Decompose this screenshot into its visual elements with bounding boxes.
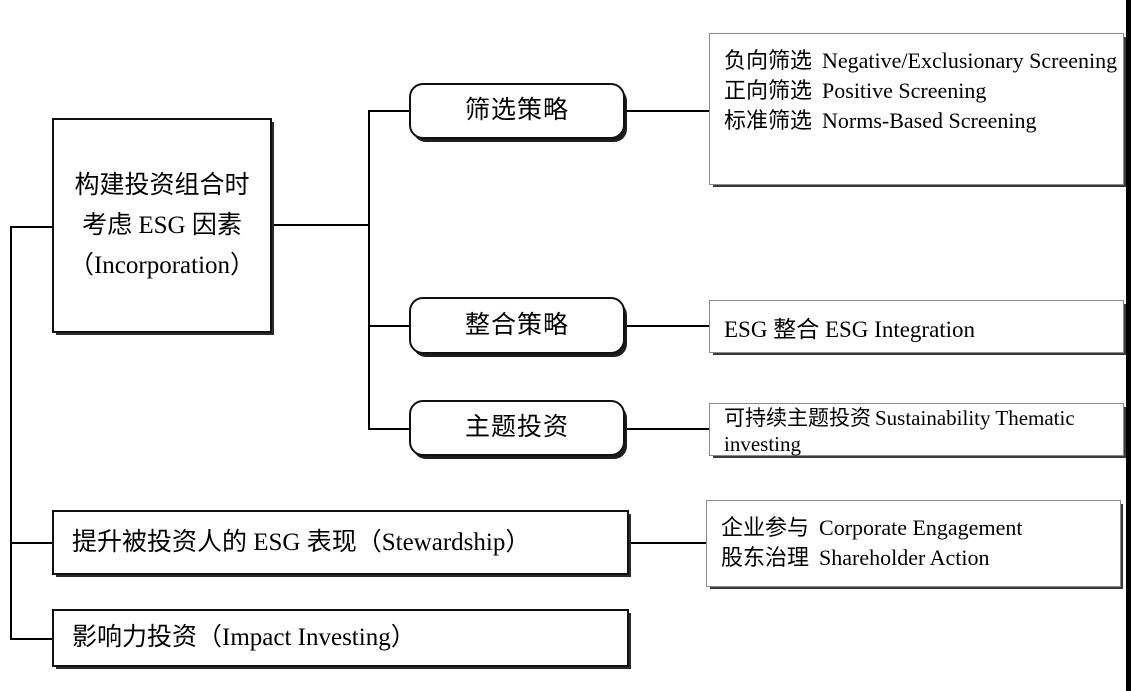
- detail-screening[interactable]: 负向筛选 Negative/Exclusionary Screening 正向筛选…: [709, 33, 1124, 185]
- detail-screening-row: 正向筛选 Positive Screening: [724, 76, 1131, 106]
- connector-root-to-impact: [10, 638, 54, 640]
- detail-stewardship-row-cn: 股东治理: [721, 545, 810, 570]
- detail-integration-cn: ESG 整合: [724, 316, 820, 342]
- detail-screening-row-cn: 负向筛选: [724, 48, 813, 73]
- detail-stewardship-row: 企业参与 Corporate Engagement: [721, 513, 1131, 543]
- detail-screening-row: 负向筛选 Negative/Exclusionary Screening: [724, 46, 1131, 76]
- node-integration-strategy[interactable]: 整合策略: [409, 297, 625, 354]
- detail-thematic-cn: 可持续主题投资: [724, 406, 871, 430]
- detail-screening-list: 负向筛选 Negative/Exclusionary Screening 正向筛选…: [710, 34, 1131, 196]
- detail-screening-row-en: Negative/Exclusionary Screening: [822, 48, 1118, 73]
- connector-branch-to-thematic: [368, 428, 410, 430]
- detail-stewardship[interactable]: 企业参与 Corporate Engagement 股东治理 Shareholder…: [706, 500, 1121, 587]
- detail-screening-row-en: Positive Screening: [822, 78, 987, 103]
- node-stewardship[interactable]: 提升被投资人的 ESG 表现（Stewardship）: [52, 510, 629, 575]
- detail-integration-cell: ESG 整合 ESG Integration: [710, 301, 1123, 352]
- connector-stewardship-to-detail: [628, 542, 709, 544]
- node-thematic-strategy[interactable]: 主题投资: [409, 400, 625, 456]
- connector-screening-to-detail: [627, 110, 709, 112]
- node-screening-strategy-label: 筛选策略: [464, 97, 569, 125]
- detail-stewardship-row-en: Shareholder Action: [819, 545, 990, 570]
- connector-integration-to-detail: [627, 325, 709, 327]
- connector-incorporation-to-branch: [271, 224, 370, 226]
- detail-stewardship-list: 企业参与 Corporate Engagement 股东治理 Shareholder…: [707, 501, 1131, 598]
- detail-screening-row-cn: 正向筛选: [724, 78, 813, 103]
- node-impact-investing-cell: 影响力投资（Impact Investing）: [54, 611, 627, 665]
- detail-stewardship-row-cn: 企业参与: [721, 515, 810, 540]
- detail-screening-row: 标准筛选 Norms-Based Screening: [724, 106, 1131, 136]
- connector-root-to-incorporation: [10, 226, 54, 228]
- detail-integration-text: ESG 整合 ESG Integration: [710, 310, 975, 344]
- connector-branch-spine: [368, 110, 370, 430]
- detail-screening-row-cn: 标准筛选: [724, 108, 813, 133]
- connector-thematic-to-detail: [627, 428, 709, 430]
- node-integration-strategy-label: 整合策略: [464, 311, 569, 339]
- node-impact-investing[interactable]: 影响力投资（Impact Investing）: [52, 609, 629, 667]
- detail-screening-row-en: Norms-Based Screening: [822, 108, 1037, 133]
- node-incorporation-label: 构建投资组合时 考虑 ESG 因素 （Incorporation）: [68, 171, 256, 279]
- page-border-rule: [1126, 0, 1131, 691]
- node-incorporation[interactable]: 构建投资组合时 考虑 ESG 因素 （Incorporation）: [52, 118, 272, 333]
- connector-branch-to-screening: [368, 110, 410, 112]
- detail-integration-en: ESG Integration: [824, 316, 976, 342]
- connector-root-to-stewardship: [10, 542, 54, 544]
- detail-thematic-en: Sustainability Thematic investing: [724, 406, 1075, 456]
- detail-stewardship-row: 股东治理 Shareholder Action: [721, 543, 1131, 573]
- connector-branch-to-integration: [368, 325, 410, 327]
- node-thematic-strategy-label: 主题投资: [464, 414, 569, 442]
- connector-root-spine: [10, 226, 12, 640]
- node-impact-investing-label: 影响力投资（Impact Investing）: [72, 624, 416, 651]
- detail-stewardship-row-en: Corporate Engagement: [819, 515, 1023, 540]
- node-stewardship-label: 提升被投资人的 ESG 表现（Stewardship）: [72, 528, 531, 556]
- node-stewardship-cell: 提升被投资人的 ESG 表现（Stewardship）: [54, 512, 627, 573]
- node-screening-strategy[interactable]: 筛选策略: [409, 83, 625, 139]
- detail-integration[interactable]: ESG 整合 ESG Integration: [709, 300, 1124, 353]
- node-incorporation-cell: 构建投资组合时 考虑 ESG 因素 （Incorporation）: [54, 120, 270, 331]
